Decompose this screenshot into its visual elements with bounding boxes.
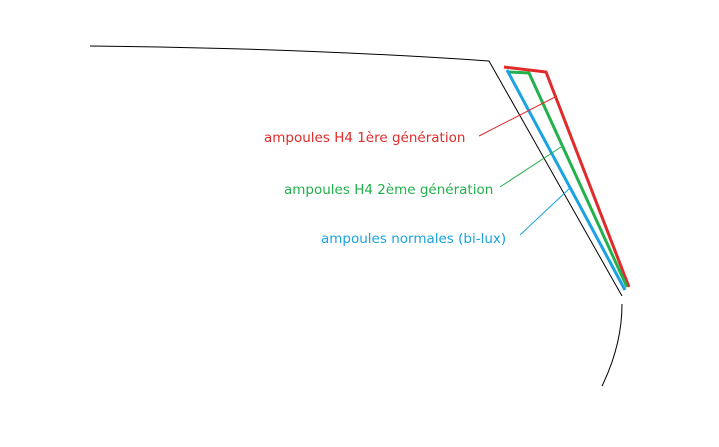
leader-line-h4-gen2 — [499, 146, 562, 188]
car-bumper-outline — [601, 303, 623, 387]
leader-line-normal — [519, 187, 571, 236]
car-hood-outline — [89, 45, 623, 297]
label-normal-bilux: ampoules normales (bi-lux) — [321, 231, 507, 247]
label-h4-gen1: ampoules H4 1ère génération — [264, 130, 466, 146]
label-h4-gen2: ampoules H4 2ème génération — [284, 182, 494, 198]
headlight-normal-shape — [505, 69, 627, 291]
leader-line-h4-gen1 — [478, 95, 558, 137]
headlight-h4-gen1-shape — [503, 65, 631, 288]
headlight-h4-gen2-shape — [508, 70, 629, 288]
